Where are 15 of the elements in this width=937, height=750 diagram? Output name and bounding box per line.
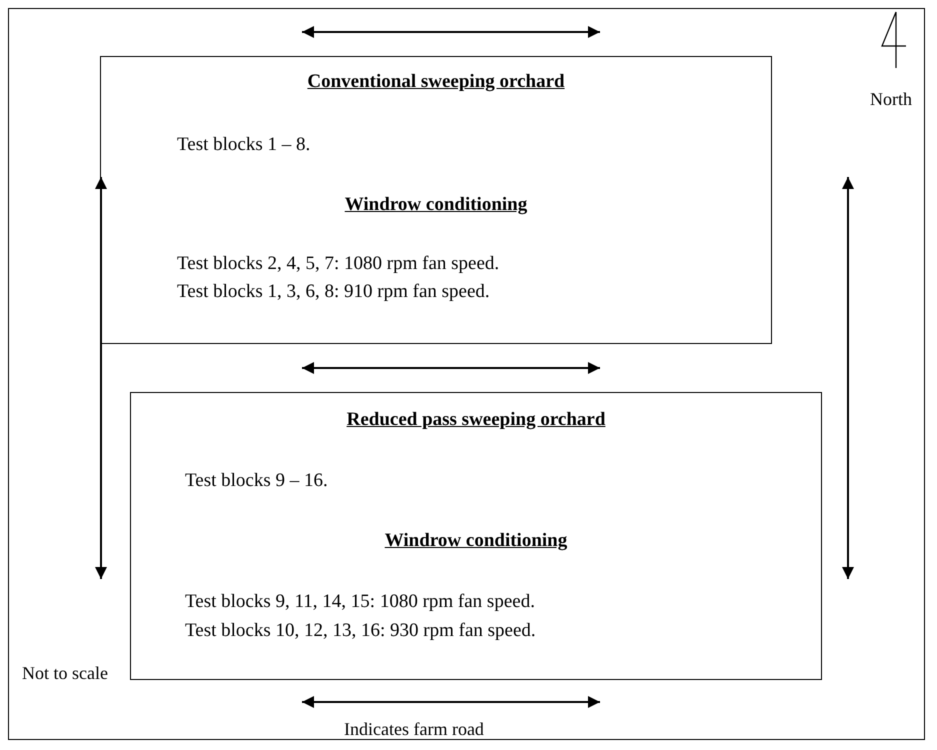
- orchard-box: [100, 56, 772, 344]
- block-text: Test blocks 1 – 8.: [177, 134, 310, 157]
- block-text: Test blocks 1, 3, 6, 8: 910 rpm fan speed.: [177, 281, 490, 304]
- block-text: Test blocks 10, 12, 13, 16: 930 rpm fan speed.: [185, 620, 536, 643]
- orchard-box: [130, 392, 822, 680]
- map-note: North: [870, 89, 912, 110]
- section-heading: Reduced pass sweeping orchard: [346, 409, 606, 430]
- map-note: Not to scale: [22, 663, 108, 684]
- block-text: Test blocks 9 – 16.: [185, 470, 328, 493]
- section-heading: Windrow conditioning: [384, 530, 568, 551]
- block-text: Test blocks 2, 4, 5, 7: 1080 rpm fan speed.: [177, 253, 500, 276]
- legend-text: Indicates farm road: [344, 719, 484, 740]
- section-heading: Conventional sweeping orchard: [307, 71, 565, 92]
- block-text: Test blocks 9, 11, 14, 15: 1080 rpm fan speed.: [185, 591, 535, 614]
- section-heading: Windrow conditioning: [344, 194, 528, 215]
